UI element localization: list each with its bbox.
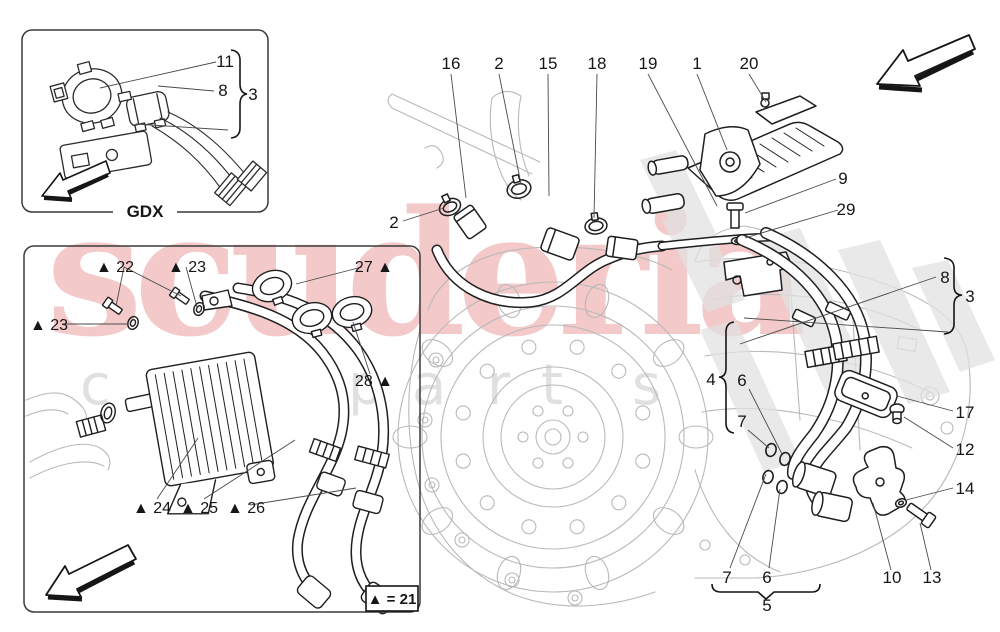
parts-inset-box <box>23 245 421 613</box>
callout-12: 12 <box>956 440 975 459</box>
callout-13: 13 <box>923 568 942 587</box>
inset-frames <box>21 29 976 613</box>
callout-3-main: 3 <box>965 287 974 306</box>
callout-2-left: 2 <box>389 213 398 232</box>
callout-6-lower: 6 <box>762 568 771 587</box>
legend-label: ▲ = 21 <box>368 591 417 608</box>
callout-labels: 16 2 15 18 19 1 20 2 9 29 8 3 4 6 7 17 1… <box>30 52 975 615</box>
callout-8-main: 8 <box>940 268 949 287</box>
callout-23-top: ▲ 23 <box>168 259 206 276</box>
oil-cooler-pipes-drawing <box>431 92 937 529</box>
callout-25: ▲ 25 <box>180 500 218 517</box>
watermark-letter: r <box>487 353 511 418</box>
callout-7-lower: 7 <box>722 568 731 587</box>
legend-box <box>365 585 419 612</box>
direction-arrow-icon <box>876 34 976 93</box>
callout-28: 28 ▲ <box>355 373 393 390</box>
gdx-label: GDX <box>127 202 165 221</box>
group-braces <box>230 49 963 601</box>
gdx-inset-drawing <box>49 60 268 207</box>
callout-19: 19 <box>639 54 658 73</box>
inset-arrow-icon <box>45 544 137 602</box>
callout-26: ▲ 26 <box>227 500 265 517</box>
callout-1: 1 <box>692 54 701 73</box>
callout-9: 9 <box>838 169 847 188</box>
callout-23-left: ▲ 23 <box>30 317 68 334</box>
callout-10: 10 <box>883 568 902 587</box>
leader-lines <box>62 61 954 571</box>
callout-29: 29 <box>837 200 856 219</box>
callout-14: 14 <box>956 479 975 498</box>
gdx-arrow-icon <box>41 160 111 202</box>
callout-17: 17 <box>956 403 975 422</box>
callout-5: 5 <box>762 596 771 615</box>
callout-16: 16 <box>442 54 461 73</box>
callout-7-upper: 7 <box>737 412 746 431</box>
callout-6-upper: 6 <box>737 371 746 390</box>
callout-2-top: 2 <box>494 54 503 73</box>
callout-20: 20 <box>740 54 759 73</box>
watermark-letter: a <box>412 353 447 418</box>
callout-24: ▲ 24 <box>133 500 171 517</box>
callout-18: 18 <box>588 54 607 73</box>
callout-11-gdx: 11 <box>216 52 234 71</box>
callout-27: 27 ▲ <box>355 259 393 276</box>
callout-3-gdx: 3 <box>248 85 257 104</box>
callout-15: 15 <box>539 54 558 73</box>
engine-context-drawing <box>25 90 971 607</box>
callout-4: 4 <box>706 370 715 389</box>
watermark-letter: s <box>632 353 662 418</box>
callout-8-gdx: 8 <box>218 81 227 100</box>
callout-22: ▲ 22 <box>96 259 134 276</box>
